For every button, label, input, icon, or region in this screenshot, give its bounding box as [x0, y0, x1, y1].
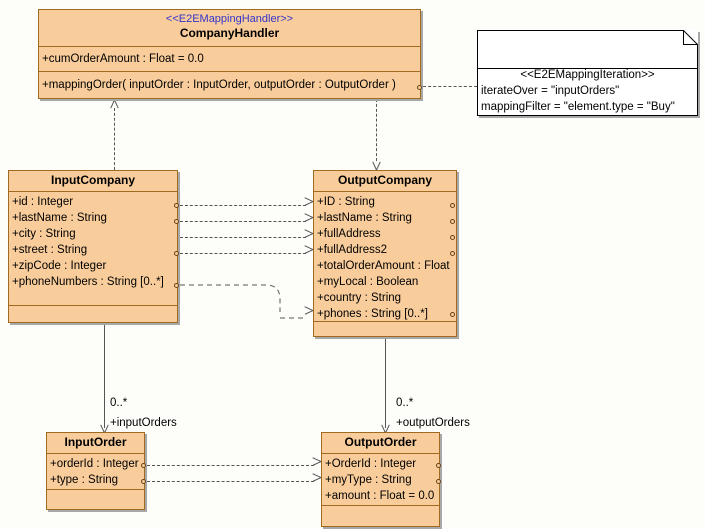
class-company-handler[interactable]: <<E2EMappingHandler>> CompanyHandler +cu…	[38, 9, 421, 99]
attributes-company-handler: +cumOrderAmount : Float = 0.0	[39, 47, 420, 72]
stereotype-company-handler: <<E2EMappingHandler>>	[165, 13, 294, 25]
note-shape-icon	[477, 30, 698, 116]
attributes-output-company: +ID : String +lastName : String +fullAdd…	[314, 192, 456, 322]
port-output-lastname[interactable]	[450, 219, 455, 224]
link-handler-to-output-company	[376, 99, 377, 161]
operations-input-order	[47, 490, 144, 504]
operations-output-order	[322, 506, 439, 520]
arrowhead-map-phones	[304, 310, 313, 319]
attribute-row[interactable]: +amount : Float = 0.0	[325, 490, 435, 502]
port-output-fulladdress2[interactable]	[450, 251, 455, 256]
map-street-to-fulladdress2	[180, 253, 306, 254]
assoc-input-company-to-input-order	[104, 323, 105, 428]
attributes-input-company: +id : Integer +lastName : String +city :…	[9, 192, 177, 306]
arrowhead-up-handler	[110, 100, 119, 109]
map-city-to-fulladdress	[180, 237, 306, 238]
attribute-row[interactable]: +fullAddress2	[317, 244, 387, 256]
attribute-row[interactable]: +fullAddress	[317, 228, 381, 240]
link-handler-to-note	[423, 86, 477, 87]
attribute-row[interactable]: +cumOrderAmount : Float = 0.0	[42, 53, 204, 65]
port-input-id[interactable]	[174, 203, 179, 208]
port-input-type[interactable]	[141, 479, 146, 484]
multiplicity-output-orders: 0..*	[396, 397, 414, 409]
map-phonenumbers-to-phones	[180, 284, 307, 319]
arrowhead-map-id	[304, 201, 313, 210]
arrowhead-map-orderid	[312, 461, 321, 470]
class-name-output-order: OutputOrder	[344, 435, 417, 449]
attribute-row[interactable]: +zipCode : Integer	[12, 260, 107, 272]
port-output-phones[interactable]	[450, 312, 455, 317]
attribute-row[interactable]: +lastName : String	[12, 212, 107, 224]
attribute-row[interactable]: +country : String	[317, 292, 402, 304]
map-type-to-mytype	[147, 481, 314, 482]
note-e2e-mapping-iteration[interactable]: <<E2EMappingIteration>> iterateOver = "i…	[477, 30, 698, 116]
map-id-to-ID	[180, 205, 306, 206]
class-input-order[interactable]: InputOrder +orderId : Integer +type : St…	[46, 432, 145, 510]
note-body: <<E2EMappingIteration>> iterateOver = "i…	[477, 66, 698, 116]
attribute-row[interactable]: +orderId : Integer	[50, 458, 139, 470]
attributes-input-order: +orderId : Integer +type : String	[47, 454, 144, 490]
attribute-row[interactable]: +phones : String [0..*]	[317, 308, 428, 320]
note-line-iterate-over: iterateOver = "inputOrders"	[481, 85, 620, 97]
map-lastname-to-lastname	[180, 221, 306, 222]
class-name-output-company: OutputCompany	[338, 173, 432, 187]
arrowhead-map-mytype	[312, 477, 321, 486]
attribute-row[interactable]: +city : String	[12, 228, 76, 240]
arrowhead-map-fulladdress2	[304, 249, 313, 258]
attribute-row[interactable]: +OrderId : Integer	[325, 458, 417, 470]
port-input-orderid[interactable]	[141, 463, 146, 468]
attribute-row[interactable]: +totalOrderAmount : Float	[317, 260, 450, 272]
operation-row[interactable]: +mappingOrder( inputOrder : InputOrder, …	[42, 79, 396, 91]
attribute-row[interactable]: +ID : String	[317, 196, 375, 208]
attributes-output-order: +OrderId : Integer +myType : String +amo…	[322, 454, 439, 506]
attribute-row[interactable]: +lastName : String	[317, 212, 412, 224]
port-input-lastname[interactable]	[174, 219, 179, 224]
attribute-row[interactable]: +myType : String	[325, 474, 412, 486]
attribute-row[interactable]: +type : String	[50, 474, 119, 486]
class-name-company-handler: CompanyHandler	[179, 26, 280, 40]
class-name-input-company: InputCompany	[51, 173, 135, 187]
operations-company-handler: +mappingOrder( inputOrder : InputOrder, …	[39, 72, 420, 98]
operations-input-company	[9, 306, 177, 320]
class-output-order[interactable]: OutputOrder +OrderId : Integer +myType :…	[321, 432, 440, 527]
link-input-company-to-handler	[114, 108, 115, 170]
note-stereotype: <<E2EMappingIteration>>	[520, 69, 655, 81]
port-output-id[interactable]	[450, 203, 455, 208]
port-input-phonenumbers[interactable]	[174, 283, 179, 288]
arrowhead-down-output-company	[372, 161, 381, 170]
class-header-input-order: InputOrder	[47, 433, 144, 454]
assoc-output-company-to-output-order	[385, 337, 386, 428]
note-line-mapping-filter: mappingFilter = "element.type = "Buy"	[481, 101, 675, 113]
attribute-row[interactable]: +myLocal : Boolean	[317, 276, 419, 288]
class-header-output-order: OutputOrder	[322, 433, 439, 454]
class-output-company[interactable]: OutputCompany +ID : String +lastName : S…	[313, 170, 457, 337]
attribute-row[interactable]: +id : Integer	[12, 196, 74, 208]
port-input-street[interactable]	[174, 251, 179, 256]
arrowhead-map-lastname	[304, 217, 313, 226]
attribute-row[interactable]: +phoneNumbers : String [0..*]	[12, 276, 164, 288]
class-name-input-order: InputOrder	[64, 435, 127, 449]
map-orderid-to-orderid	[147, 465, 314, 466]
class-input-company[interactable]: InputCompany +id : Integer +lastName : S…	[8, 170, 178, 323]
attribute-row[interactable]: +street : String	[12, 244, 88, 256]
port-output-mytype[interactable]	[436, 479, 441, 484]
arrowhead-map-fulladdress	[304, 233, 313, 242]
role-input-orders: +inputOrders	[110, 417, 177, 429]
port-output-orderid[interactable]	[436, 463, 441, 468]
role-output-orders: +outputOrders	[396, 417, 470, 429]
class-header-input-company: InputCompany	[9, 171, 177, 192]
port-mapping-order[interactable]	[417, 85, 422, 90]
operations-output-company	[314, 322, 456, 336]
multiplicity-input-orders: 0..*	[110, 397, 128, 409]
port-output-fulladdress[interactable]	[450, 235, 455, 240]
class-header-output-company: OutputCompany	[314, 171, 456, 192]
class-header-company-handler: <<E2EMappingHandler>> CompanyHandler	[39, 10, 420, 47]
